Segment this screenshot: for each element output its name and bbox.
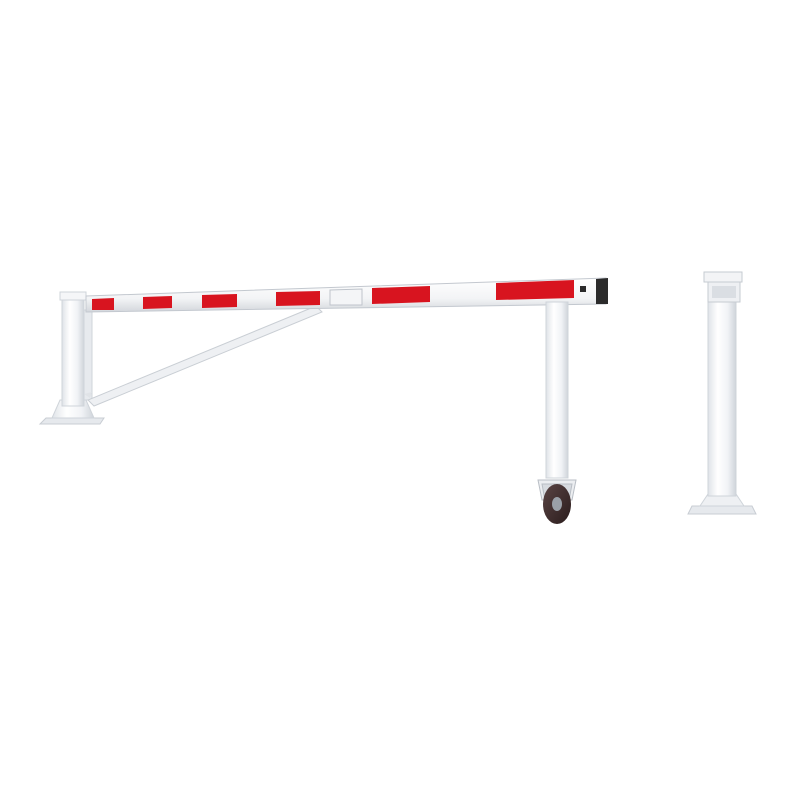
beam-end-cap <box>596 278 608 304</box>
support-leg <box>537 301 577 507</box>
beam-stripe <box>92 298 114 310</box>
diagonal-brace <box>84 305 323 407</box>
beam-stripe <box>202 294 237 308</box>
beam-stripe <box>372 286 430 304</box>
beam-stripe <box>276 291 320 306</box>
castor-wheel <box>543 484 571 524</box>
beam-stripe <box>496 280 574 300</box>
beam-joint-sleeve <box>329 288 363 306</box>
receiving-post <box>687 271 757 515</box>
barrier-beam <box>85 277 608 313</box>
beam-stripe <box>143 296 172 309</box>
